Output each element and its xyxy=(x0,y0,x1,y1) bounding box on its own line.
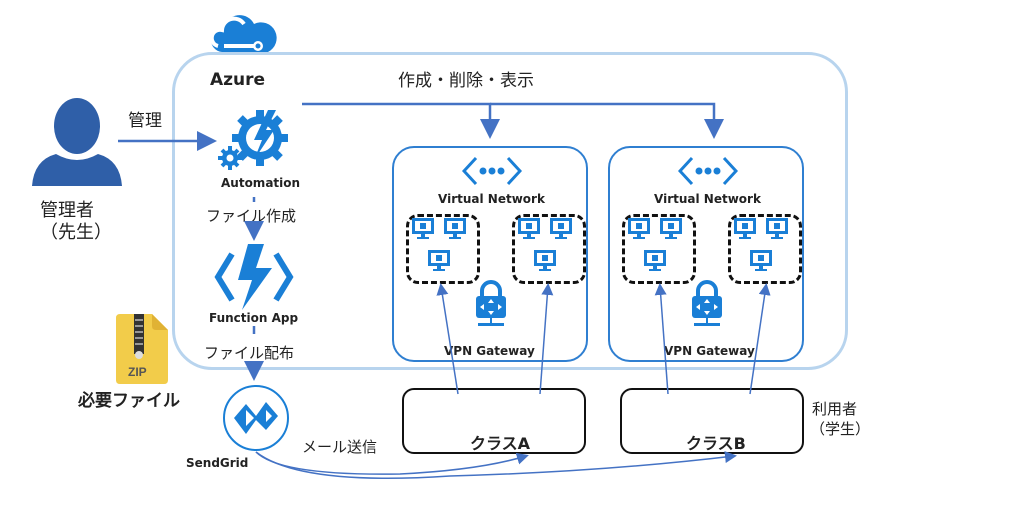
vpn-gateway-label: VPN Gateway xyxy=(664,344,755,358)
vnet-title: Virtual Network xyxy=(654,192,761,206)
vm-group[interactable] xyxy=(728,214,802,284)
class-b-box[interactable]: クラスB xyxy=(620,388,804,454)
class-a-label: クラスA xyxy=(470,434,531,453)
vm-group[interactable] xyxy=(622,214,696,284)
admin-name: 管理者 xyxy=(40,200,94,221)
file-create-label: ファイル作成 xyxy=(206,207,297,225)
vpn-gateway-label: VPN Gateway xyxy=(444,344,535,358)
automation-label: Automation xyxy=(221,176,301,190)
admin-person-icon[interactable] xyxy=(30,96,124,188)
sendgrid-icon[interactable] xyxy=(222,384,290,452)
azure-label: Azure xyxy=(210,70,266,90)
function-app-icon[interactable] xyxy=(214,244,294,310)
zip-file-icon[interactable]: ZIP xyxy=(114,314,170,384)
file-distribute-label: ファイル配布 xyxy=(204,344,295,362)
class-b-label: クラスB xyxy=(686,434,746,453)
vnet-icon xyxy=(462,156,522,186)
ops-arrow-a xyxy=(302,102,500,139)
vm-group[interactable] xyxy=(512,214,586,284)
operations-label: 作成・削除・表示 xyxy=(398,71,534,91)
students-role: （学生） xyxy=(810,420,871,438)
mail-send-label: メール送信 xyxy=(302,438,378,456)
azure-cloud-icon xyxy=(209,15,277,52)
class-a-box[interactable]: クラスA xyxy=(402,388,586,454)
ops-arrow-b xyxy=(490,102,724,139)
manage-label: 管理 xyxy=(128,111,162,131)
vnet-icon xyxy=(678,156,738,186)
automation-icon[interactable] xyxy=(216,106,296,172)
zip-badge: ZIP xyxy=(128,365,147,379)
admin-role: （先生） xyxy=(40,222,112,243)
function-app-label: Function App xyxy=(209,311,299,325)
sendgrid-label: SendGrid xyxy=(186,456,249,470)
vnet-title: Virtual Network xyxy=(438,192,545,206)
azure-boundary xyxy=(172,52,848,370)
students-name: 利用者 xyxy=(812,400,858,418)
required-files-label: 必要ファイル xyxy=(78,391,180,411)
vm-group[interactable] xyxy=(406,214,480,284)
